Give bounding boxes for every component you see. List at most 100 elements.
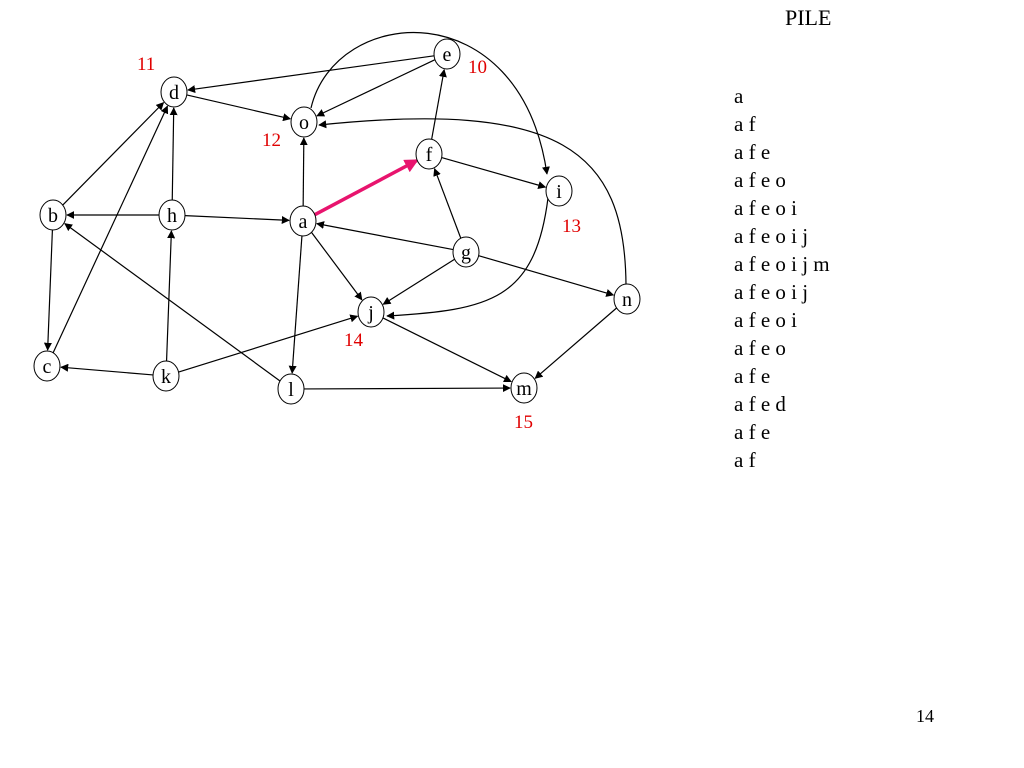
edge-k-j [178,314,359,373]
stack-entry: a f e o i [734,308,797,332]
node-label-i: i [556,181,562,203]
node-label-e: e [443,44,452,66]
edge-h-d [169,107,178,201]
node-circle-b [39,199,67,231]
node-k: k [152,360,180,392]
node-label-b: b [48,205,58,227]
node-f: f [415,138,443,170]
edge-i-j [386,197,549,320]
node-label-m: m [516,378,532,400]
edge-b-d [62,102,165,206]
order-label-o: 12 [262,130,281,151]
node-i: i [545,175,573,207]
edge-a-l [288,235,303,374]
stack-entry: a f [734,112,756,136]
node-label-h: h [167,205,177,227]
node-label-f: f [426,144,433,166]
stack-entry: a f e o [734,336,786,360]
node-label-o: o [299,112,309,134]
node-o: o [290,106,318,138]
edge-n-o [318,118,627,286]
stack-entry: a f e o i [734,196,797,220]
stack-entry: a f e o [734,168,786,192]
edge-h-a [184,214,290,225]
node-circle-f [415,138,443,170]
edge-n-m [534,307,617,379]
node-e: e [433,38,461,70]
node-circle-n [613,283,641,315]
edge-g-j [382,258,455,305]
node-label-c: c [43,356,52,378]
order-label-m: 15 [514,412,533,433]
stack-entry: a f e [734,364,771,388]
edge-e-d [187,55,435,94]
node-circle-k [152,360,180,392]
edge-a-j [311,232,363,301]
node-label-a: a [299,211,308,233]
stack-entry: a f e d [734,392,786,416]
node-circle-d [160,76,188,108]
node-c: c [33,350,61,382]
stack-entry: a [734,84,744,108]
node-label-l: l [288,379,294,401]
node-circle-a [289,205,317,237]
node-label-j: j [367,302,374,324]
stack-entry: a f e [734,140,771,164]
node-label-g: g [461,242,471,264]
nodes-layer: a b c d e f g h i j k l m n o [33,38,641,405]
edge-g-a [316,221,454,251]
edge-e-o [316,59,436,117]
node-label-d: d [169,82,179,104]
edge-g-f [433,167,462,239]
node-d: d [160,76,188,108]
order-label-i: 13 [562,216,581,237]
edge-b-c [43,229,54,351]
edge-l-b [64,223,281,382]
node-circle-i [545,175,573,207]
edge-o-i [310,31,550,175]
stack-entry: a f e o i j [734,224,809,248]
node-j: j [357,296,385,328]
node-g: g [452,236,480,268]
order-labels-layer: 10 11 12 13 14 15 [137,54,581,433]
node-m: m [510,372,538,404]
node-h: h [158,199,186,231]
edge-a-f [313,159,419,217]
stack-entry: a f e o i j m [734,252,830,276]
edge-g-n [478,255,615,297]
edge-j-m [382,317,512,383]
node-l: l [277,373,305,405]
node-circle-e [433,38,461,70]
node-label-k: k [161,366,171,388]
page-number: 14 [916,706,934,726]
node-circle-l [277,373,305,405]
node-circle-j [357,296,385,328]
edge-c-d [52,105,169,354]
edge-f-e [431,68,447,140]
node-a: a [289,205,317,237]
edges-layer [43,31,627,393]
node-circle-m [510,372,538,404]
edge-a-o [299,137,308,207]
order-label-e: 10 [468,57,487,78]
order-label-j: 14 [344,330,364,351]
order-label-d: 11 [137,54,155,75]
edge-d-o [186,94,292,122]
node-label-n: n [622,289,632,311]
edge-k-h [165,230,176,362]
edge-k-c [60,363,154,376]
node-n: n [613,283,641,315]
edge-f-i [441,157,547,190]
stack-entry: a f e o i j [734,280,809,304]
node-circle-o [290,106,318,138]
node-circle-h [158,199,186,231]
node-b: b [39,199,67,231]
node-circle-c [33,350,61,382]
stack-title: PILE [785,5,832,30]
stack-list: a a f a f e a f e o a f e o i a f e o i j a f … [734,82,830,474]
stack-entry: a f e [734,420,771,444]
stack-entry: a f [734,448,756,472]
node-circle-g [452,236,480,268]
edge-l-m [303,384,511,393]
